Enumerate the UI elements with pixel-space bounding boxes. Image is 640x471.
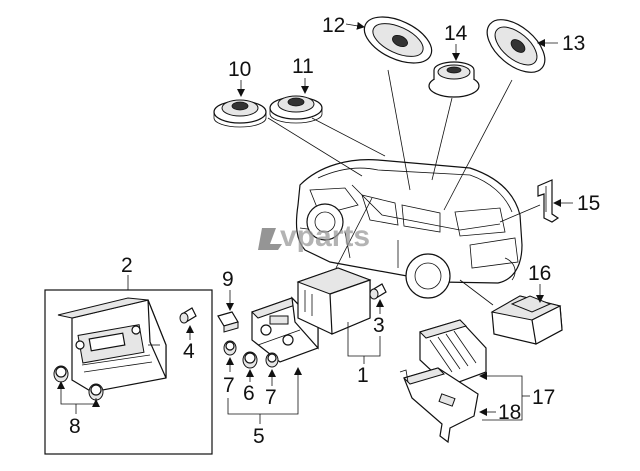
knob-part-8-right [88, 383, 104, 401]
bulb-part-4 [179, 307, 197, 324]
callout-12: 12 [322, 14, 345, 37]
woofer-part-14 [428, 61, 480, 98]
tweeter-part-11 [269, 95, 323, 124]
callout-5: 5 [253, 425, 265, 448]
callout-2: 2 [121, 254, 133, 277]
callout-6: 6 [243, 382, 255, 405]
amplifier-part-16 [490, 295, 563, 345]
module-box-part-1 [296, 267, 372, 335]
callout-7-right: 7 [265, 386, 277, 409]
callout-11: 11 [292, 55, 314, 78]
callout-1: 1 [357, 364, 369, 387]
callout-4: 4 [183, 340, 195, 363]
callout-7-left: 7 [223, 374, 235, 397]
callout-9: 9 [222, 268, 234, 291]
head-unit-group [44, 289, 213, 455]
callout-17: 17 [532, 386, 555, 409]
callout-labels: 10 11 12 14 13 15 16 2 4 9 3 1 7 6 7 5 8… [69, 14, 600, 448]
callout-3: 3 [373, 314, 385, 337]
vehicle-outline [295, 159, 523, 299]
knob-part-7-right [265, 352, 279, 368]
tweeter-part-10 [213, 99, 267, 128]
callout-arrows [57, 21, 573, 424]
knob-part-8-left [53, 365, 69, 383]
knob-part-7-left [223, 340, 237, 356]
leader-lines [267, 69, 541, 306]
speaker-part-12 [363, 16, 433, 64]
callout-14: 14 [444, 22, 468, 45]
knob-part-6 [242, 351, 258, 369]
callout-18: 18 [498, 401, 521, 424]
watermark-text: vparts [280, 220, 370, 253]
bracket-part-15 [537, 179, 560, 223]
switch-part-9 [217, 311, 239, 333]
bracket-part-18 [399, 367, 479, 444]
bulb-part-3 [369, 283, 387, 300]
callout-15: 15 [577, 192, 600, 215]
callout-13: 13 [562, 32, 585, 55]
speaker-part-13 [486, 19, 546, 73]
callout-16: 16 [528, 262, 551, 285]
callout-8: 8 [69, 415, 81, 438]
callout-10: 10 [228, 58, 251, 81]
watermark-logo: vparts [258, 220, 370, 253]
